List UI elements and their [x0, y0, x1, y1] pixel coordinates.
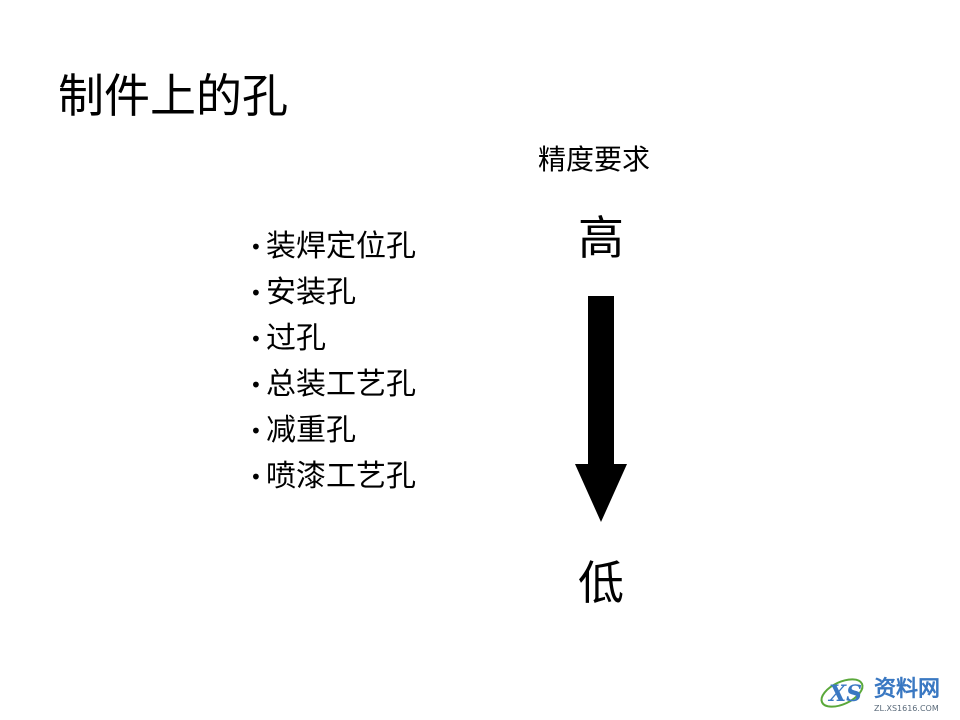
precision-low-label: 低	[578, 556, 624, 610]
list-item: •安装孔	[250, 270, 416, 316]
hole-type-list: •装焊定位孔 •安装孔 •过孔 •总装工艺孔 •减重孔 •喷漆工艺孔	[250, 224, 416, 500]
precision-label: 精度要求	[538, 143, 651, 176]
down-arrow-icon	[575, 296, 627, 522]
list-item-label: 安装孔	[266, 275, 356, 310]
watermark-url: ZL.XS1616.COM	[874, 704, 939, 713]
list-item: •过孔	[250, 316, 416, 362]
bullet-icon: •	[250, 373, 262, 397]
list-item-label: 减重孔	[266, 413, 356, 448]
list-item-label: 喷漆工艺孔	[266, 459, 416, 494]
list-item: •装焊定位孔	[250, 224, 416, 270]
list-item-label: 过孔	[266, 321, 326, 356]
list-item: •喷漆工艺孔	[250, 454, 416, 500]
list-item-label: 总装工艺孔	[266, 367, 416, 402]
bullet-icon: •	[250, 327, 262, 351]
list-item: •总装工艺孔	[250, 362, 416, 408]
watermark-logo: XS 资料网 ZL.XS1616.COM	[820, 677, 940, 713]
watermark-name: 资料网	[874, 677, 940, 702]
list-item-label: 装焊定位孔	[266, 229, 416, 264]
bullet-icon: •	[250, 419, 262, 443]
bullet-icon: •	[250, 465, 262, 489]
list-item: •减重孔	[250, 408, 416, 454]
watermark-logo-text: XS	[827, 681, 862, 707]
bullet-icon: •	[250, 281, 262, 305]
precision-high-label: 高	[578, 211, 624, 265]
bullet-icon: •	[250, 235, 262, 259]
slide-title: 制件上的孔	[58, 69, 288, 123]
